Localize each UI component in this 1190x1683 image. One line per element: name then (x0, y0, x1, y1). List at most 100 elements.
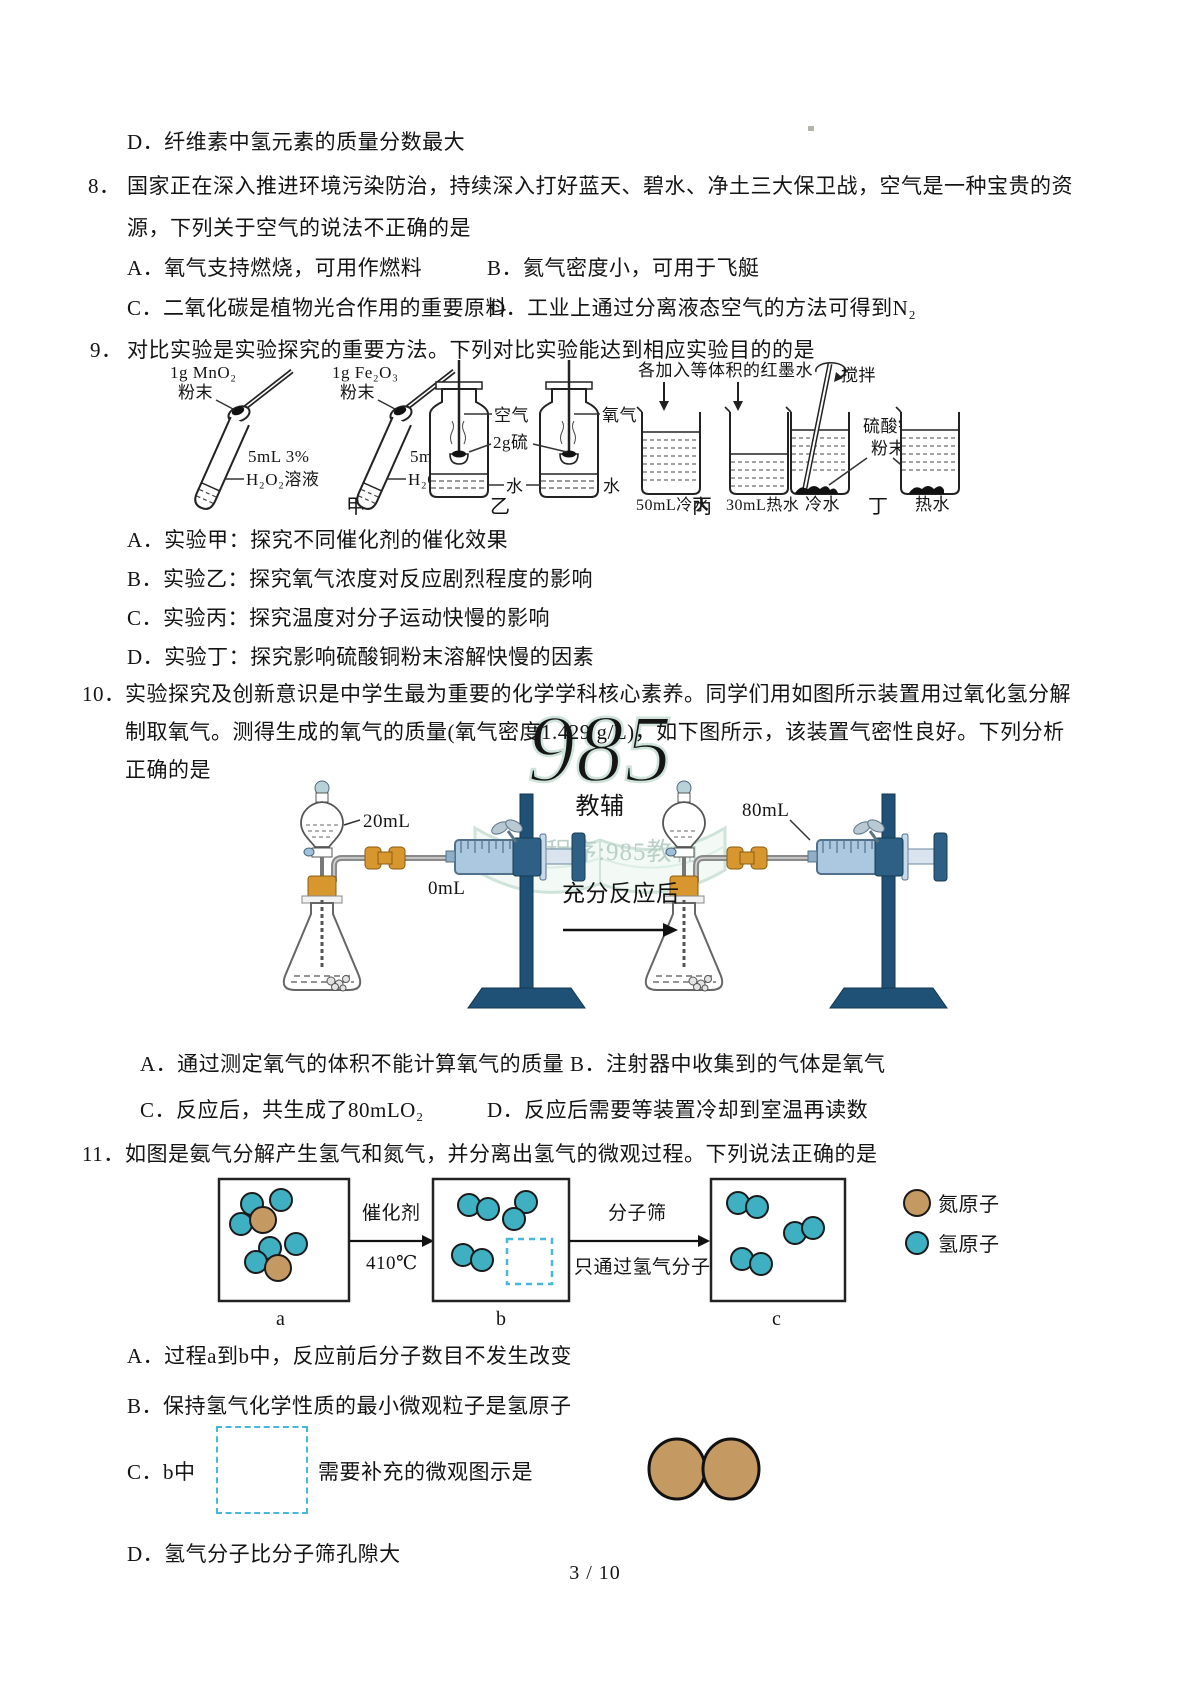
clamp-icon (874, 837, 904, 877)
syringe-nozzle-icon (445, 850, 456, 863)
flask-stopper-icon (307, 875, 337, 899)
q9-option-c: C．实验丙：探究温度对分子运动快慢的影响 (127, 606, 551, 630)
test-tube-2-icon (356, 416, 412, 510)
label-powder1: 粉末 (178, 383, 213, 402)
label-cold-water: 冷水 (805, 495, 840, 514)
q9-option-a: A．实验甲：探究不同催化剂的催化效果 (127, 528, 509, 552)
q11-option-b: B．保持氢气化学性质的最小微观粒子是氢原子 (127, 1394, 572, 1418)
label-hot-water: 热水 (915, 495, 950, 514)
label-water-2: 水 (603, 477, 621, 496)
h-atom-icon (269, 1188, 293, 1212)
q11-arrow2-icon (570, 1235, 710, 1247)
stir-arrow-icon (815, 361, 847, 379)
q11-legend: 氮原子 氢原子 (903, 1189, 1000, 1256)
label-h2o2-1: H₂O₂溶液 (246, 470, 319, 489)
q8-option-d: D．工业上通过分离液态空气的方法可得到N₂ (490, 296, 917, 320)
h-atom-icon (514, 1190, 538, 1214)
q11-option-c-dashed-box (216, 1426, 308, 1514)
beaker-hot-icon (895, 406, 960, 495)
syringe-plunger-icon (545, 848, 575, 865)
scan-artifact-dot (808, 126, 814, 131)
q11-arrow1-icon (350, 1235, 434, 1247)
q11-label-b: b (496, 1308, 506, 1330)
q11-option-c-prefix: C．b中 (127, 1460, 196, 1484)
q8-stem-line2: 源，下列关于空气的说法不正确的是 (127, 216, 471, 240)
n-atom-icon (264, 1254, 292, 1282)
q9-stem: 对比实验是实验探究的重要方法。下列对比实验能达到相应实验目的的是 (127, 338, 815, 362)
label-30ml-hot: 30mL热水 (726, 496, 799, 514)
q11-arrow2-label-bottom: 只通过氢气分子 (574, 1257, 711, 1278)
q11-option-a: A．过程a到b中，反应前后分子数目不发生改变 (127, 1344, 572, 1368)
h-atom-icon (502, 1207, 526, 1231)
q9-experiment-jia-diagram: 1g MnO₂ 粉末 5mL 3% H₂O₂溶液 1g Fe₂O₃ 粉末 5mL… (170, 363, 481, 510)
q10-stem-line3: 正确的是 (125, 758, 211, 782)
q9-experiment-ding-diagram: 搅拌 硫酸铜 粉末 冷水 热水 (785, 361, 960, 514)
stand-base-icon (467, 987, 586, 1009)
stand-pole-icon (519, 793, 534, 989)
beaker-cold-water-icon (636, 406, 701, 495)
h-atom-icon (745, 1195, 769, 1219)
label-oxygen: 氧气 (602, 406, 637, 425)
q9-experiment-yi-diagram: 空气 氧气 2g硫 水 水 (429, 360, 637, 498)
q10-reaction-arrow-icon (563, 923, 678, 937)
label-fe2o3: 1g Fe₂O₃ (332, 363, 398, 382)
h-atom-icon (470, 1248, 494, 1272)
q11-arrow2-label-top: 分子筛 (608, 1203, 667, 1224)
beaker-hot-water-icon (724, 406, 789, 495)
h-atom-icon (749, 1252, 773, 1276)
legend-hydrogen-label: 氢原子 (938, 1233, 1000, 1256)
label-0ml: 0mL (428, 878, 465, 899)
n-atom-icon (249, 1206, 277, 1234)
n-atom-legend-icon (903, 1189, 931, 1217)
q10-option-c: C．反应后，共生成了80mLO₂ (140, 1098, 424, 1122)
label-cuso4-powder: 粉末 (871, 439, 906, 458)
gas-bottle-air-icon (429, 360, 489, 498)
q11-number: 11． (82, 1142, 125, 1166)
syringe-plunger-icon (907, 848, 937, 865)
q7-option-d: D．纤维素中氢元素的质量分数最大 (127, 130, 466, 154)
watermark-sub: 教辅 (576, 793, 625, 820)
separating-funnel-icon (662, 801, 706, 848)
q8-option-a: A．氧气支持燃烧，可用作燃料 (127, 256, 423, 280)
q8-stem-line1: 国家正在深入推进环境污染防治，持续深入打好蓝天、碧水、净土三大保卫战，空气是一种… (127, 174, 1073, 198)
label-5ml3: 5mL 3% (248, 447, 309, 466)
q10-apparatus-before: 20mL 0mL (282, 780, 586, 1009)
conical-flask-icon (644, 902, 724, 991)
q11-option-d: D．氢气分子比分子筛孔隙大 (127, 1542, 401, 1566)
q10-option-a: A．通过测定氧气的体积不能计算氧气的质量 (140, 1052, 565, 1076)
q9-caption-yi: 乙 (490, 496, 510, 518)
h-atom-legend-icon (905, 1231, 929, 1255)
label-powder2: 粉末 (340, 383, 375, 402)
q11-label-c: c (772, 1308, 781, 1330)
gas-bottle-oxygen-icon (539, 360, 599, 498)
q9-caption-bing: 丙 (692, 496, 712, 518)
clamp-icon (512, 837, 542, 877)
q11-arrow1-label-top: 催化剂 (362, 1203, 421, 1224)
label-air: 空气 (494, 406, 529, 425)
label-mno2: 1g MnO₂ (170, 363, 237, 382)
h-atom-icon (476, 1197, 500, 1221)
conical-flask-icon (282, 902, 362, 991)
h-atom-icon (801, 1216, 825, 1240)
q10-stem-line1: 实验探究及创新意识是中学生最为重要的化学学科核心素养。同学们用如图所示装置用过氧… (125, 682, 1071, 706)
q11-box-a-diagram (217, 1177, 351, 1303)
page-number: 3 / 10 (569, 1562, 621, 1584)
watermark-985: 985 (527, 695, 673, 802)
h-atom-icon (284, 1232, 308, 1256)
q11-box-c-diagram (709, 1177, 847, 1303)
label-red-ink: 各加入等体积的红墨水 (638, 361, 813, 380)
q10-number: 10． (82, 682, 126, 706)
q10-arrow-text: 充分反应后 (562, 881, 680, 906)
label-water-1: 水 (506, 477, 524, 496)
q11-arrow1-label-bottom: 410℃ (366, 1253, 418, 1274)
stand-base-icon (829, 987, 948, 1009)
missing-molecule-dashed-box (505, 1237, 554, 1286)
q11-label-a: a (276, 1308, 285, 1330)
q8-option-c: C．二氧化碳是植物光合作用的重要原料 (127, 296, 508, 320)
q8-number: 8． (88, 174, 121, 198)
label-stir: 搅拌 (841, 366, 876, 385)
h-atom-icon (244, 1250, 268, 1274)
q9-experiment-bing-diagram: 各加入等体积的红墨水 50mL冷水 30mL热水 (636, 361, 813, 514)
q10-stem-line2: 制取氧气。测得生成的氧气的质量(氧气密度1.429 g/L)，如下图所示，该装置… (125, 720, 1065, 744)
